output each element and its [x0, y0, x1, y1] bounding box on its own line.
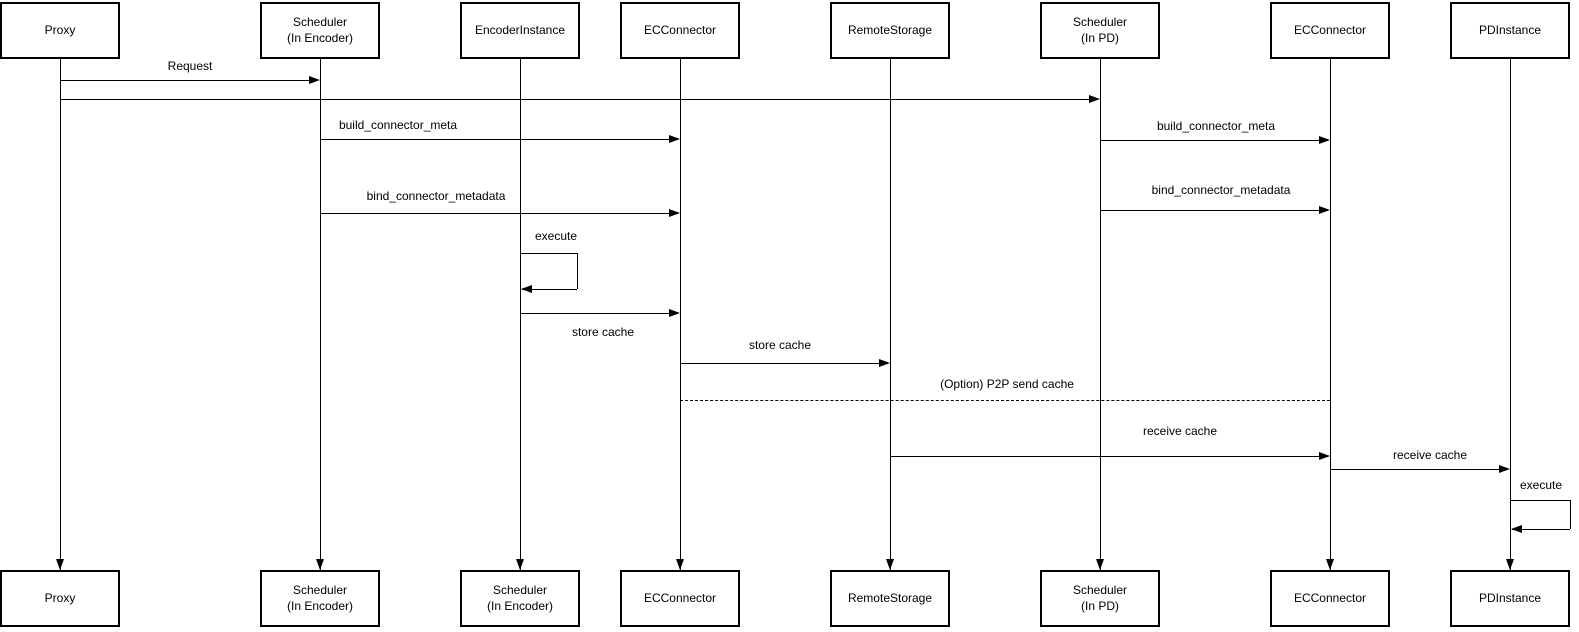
lifeline-end-arrowhead-proxy: [56, 559, 64, 570]
participant-bottom-box-scheduler-in-encoder: Scheduler (In Encoder): [260, 570, 380, 627]
message-line-store-cache-1: [520, 312, 678, 314]
message-label-execute-pd: execute: [1517, 478, 1565, 492]
message-label-build-connector-meta-1: build_connector_meta: [336, 118, 460, 132]
participant-top-box-scheduler-in-encoder: Scheduler (In Encoder): [260, 2, 380, 59]
message-label-receive-cache-1: receive cache: [1140, 424, 1220, 438]
lifeline-end-arrowhead-pd-instance: [1506, 559, 1514, 570]
self-message-arrowhead-execute-encoder: [521, 285, 532, 293]
message-label-request: Request: [165, 59, 215, 73]
message-label-bind-connector-metadata-1: bind_connector_metadata: [364, 189, 508, 203]
message-arrowhead-store-cache-1: [669, 309, 680, 317]
self-message-top-execute-encoder: [520, 252, 577, 254]
message-label-execute-encoder: execute: [532, 229, 580, 243]
self-message-right-execute-pd: [1569, 500, 1571, 529]
lifeline-end-arrowhead-scheduler-in-pd: [1096, 559, 1104, 570]
participant-top-box-proxy: Proxy: [0, 2, 120, 59]
message-label-store-cache-1: store cache: [569, 325, 637, 339]
lifeline-ec-connector-1: [679, 58, 681, 570]
participant-top-box-scheduler-in-pd: Scheduler (In PD): [1040, 2, 1160, 59]
message-line-build-connector-meta-1: [320, 138, 678, 140]
participant-bottom-box-encoder-instance: Scheduler (In Encoder): [460, 570, 580, 627]
message-arrowhead-receive-cache-1: [1319, 452, 1330, 460]
self-message-bottom-execute-encoder: [522, 288, 577, 290]
participant-top-box-encoder-instance: EncoderInstance: [460, 2, 580, 59]
message-line-receive-cache-2: [1330, 468, 1508, 470]
participant-top-box-remote-storage: RemoteStorage: [830, 2, 950, 59]
lifeline-end-arrowhead-ec-connector-2: [1326, 559, 1334, 570]
message-arrowhead-proxy-to-pd: [1089, 95, 1100, 103]
message-label-receive-cache-2: receive cache: [1390, 448, 1470, 462]
participant-bottom-box-pd-instance: PDInstance: [1450, 570, 1570, 627]
message-arrowhead-build-connector-meta-2: [1319, 136, 1330, 144]
self-message-right-execute-encoder: [576, 253, 578, 289]
participant-bottom-box-remote-storage: RemoteStorage: [830, 570, 950, 627]
lifeline-remote-storage: [889, 58, 891, 570]
message-line-p2p-send-cache: [680, 399, 1330, 401]
participant-bottom-box-ec-connector-2: ECConnector: [1270, 570, 1390, 627]
participant-bottom-box-ec-connector-1: ECConnector: [620, 570, 740, 627]
message-line-request: [60, 79, 318, 81]
lifeline-end-arrowhead-encoder-instance: [516, 559, 524, 570]
message-arrowhead-receive-cache-2: [1499, 465, 1510, 473]
lifeline-encoder-instance: [519, 58, 521, 570]
message-line-receive-cache-1: [890, 455, 1328, 457]
self-message-top-execute-pd: [1510, 499, 1570, 501]
lifeline-end-arrowhead-ec-connector-1: [676, 559, 684, 570]
self-message-arrowhead-execute-pd: [1511, 525, 1522, 533]
message-label-store-cache-2: store cache: [746, 338, 814, 352]
lifeline-scheduler-in-pd: [1099, 58, 1101, 570]
lifeline-scheduler-in-encoder: [319, 58, 321, 570]
message-line-bind-connector-metadata-1: [320, 212, 678, 214]
message-arrowhead-bind-connector-metadata-2: [1319, 206, 1330, 214]
participant-bottom-box-scheduler-in-pd: Scheduler (In PD): [1040, 570, 1160, 627]
message-arrowhead-bind-connector-metadata-1: [669, 209, 680, 217]
message-arrowhead-build-connector-meta-1: [669, 135, 680, 143]
message-line-bind-connector-metadata-2: [1100, 209, 1328, 211]
message-label-p2p-send-cache: (Option) P2P send cache: [938, 377, 1076, 391]
participant-top-box-ec-connector-2: ECConnector: [1270, 2, 1390, 59]
lifeline-end-arrowhead-scheduler-in-encoder: [316, 559, 324, 570]
participant-top-box-pd-instance: PDInstance: [1450, 2, 1570, 59]
message-label-build-connector-meta-2: build_connector_meta: [1154, 119, 1278, 133]
message-line-build-connector-meta-2: [1100, 139, 1328, 141]
message-line-proxy-to-pd: [60, 98, 1098, 100]
message-line-store-cache-2: [680, 362, 888, 364]
lifeline-ec-connector-2: [1329, 58, 1331, 570]
participant-top-box-ec-connector-1: ECConnector: [620, 2, 740, 59]
lifeline-proxy: [59, 58, 61, 570]
lifeline-pd-instance: [1509, 58, 1511, 570]
message-label-bind-connector-metadata-2: bind_connector_metadata: [1149, 183, 1293, 197]
lifeline-end-arrowhead-remote-storage: [886, 559, 894, 570]
participant-bottom-box-proxy: Proxy: [0, 570, 120, 627]
self-message-bottom-execute-pd: [1512, 528, 1570, 530]
message-arrowhead-store-cache-2: [879, 359, 890, 367]
message-arrowhead-request: [309, 76, 320, 84]
